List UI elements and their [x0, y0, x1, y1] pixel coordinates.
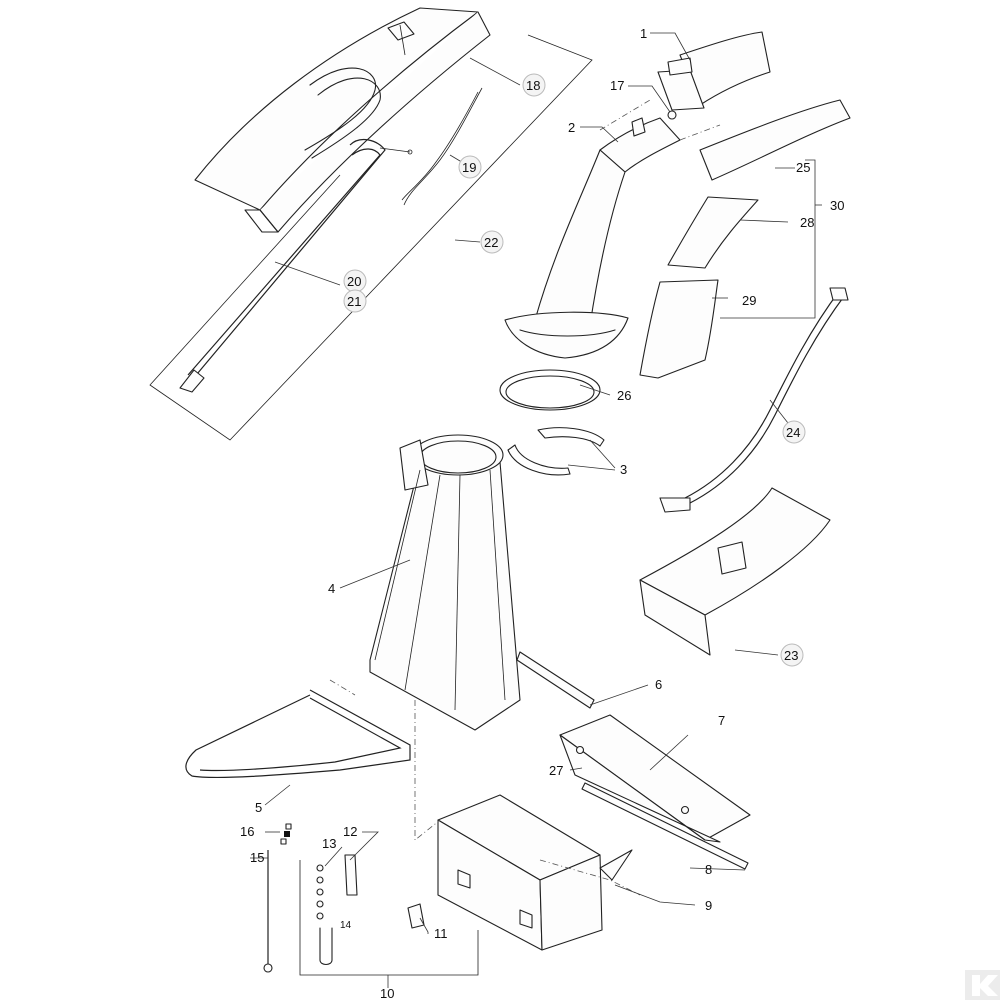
- callout-21: 21: [347, 294, 361, 309]
- part-17-bolt: [667, 110, 677, 120]
- part-14-u-bolt: [319, 927, 333, 966]
- callout-13: 13: [322, 836, 336, 851]
- callout-3: 3: [620, 462, 627, 477]
- part-20-21-rod: [179, 138, 413, 393]
- callout-27: 27: [549, 763, 563, 778]
- callout-29: 29: [742, 293, 756, 308]
- part-3-clamp-halves: [507, 427, 605, 476]
- callout-19: 19: [462, 160, 476, 175]
- leader-lines: [250, 32, 796, 988]
- callout-23: 23: [784, 648, 798, 663]
- callout-1: 1: [640, 26, 647, 41]
- part-12-bracket: [344, 854, 358, 896]
- callout-14: 14: [340, 920, 352, 931]
- part-10-kit-frame: [299, 860, 479, 976]
- k-logo-icon: [965, 970, 1000, 1000]
- callout-15: 15: [250, 850, 264, 865]
- part-22-assembly-plane: [149, 34, 593, 441]
- part-1-deflector: [657, 31, 771, 111]
- part-28-flap: [667, 196, 759, 269]
- callout-2: 2: [568, 120, 575, 135]
- callout-11: 11: [434, 926, 448, 941]
- part-11-bracket: [407, 903, 425, 929]
- part-4-funnel: [369, 434, 521, 731]
- callout-18: 18: [526, 78, 540, 93]
- assembly-lines: [329, 99, 721, 896]
- callout-28: 28: [800, 215, 814, 230]
- callout-5: 5: [255, 800, 262, 815]
- part-2-spout: [504, 117, 681, 359]
- part-5-handle: [185, 689, 411, 779]
- part-15-rod: [263, 850, 273, 973]
- part-26-ring: [499, 369, 601, 411]
- callout-4: 4: [328, 581, 335, 596]
- callout-22: 22: [484, 235, 498, 250]
- callout-26: 26: [617, 388, 631, 403]
- callout-9: 9: [705, 898, 712, 913]
- part-9-box: [437, 794, 633, 951]
- part-29-flap: [639, 279, 719, 379]
- callout-17: 17: [610, 78, 624, 93]
- callout-labels: 1 17 2 18 19 22 20 21 25 30 28 29 26 24 …: [240, 26, 844, 1000]
- callout-10: 10: [380, 986, 394, 1000]
- callout-8: 8: [705, 862, 712, 877]
- part-19-wire: [401, 87, 483, 206]
- callout-12: 12: [343, 824, 357, 839]
- part-24-strap: [659, 287, 849, 513]
- part-7-lid: [559, 714, 751, 843]
- callout-25: 25: [796, 160, 810, 175]
- callout-24: 24: [786, 425, 800, 440]
- part-23-cover: [639, 487, 831, 656]
- callout-6: 6: [655, 677, 662, 692]
- part-8-bar: [581, 782, 749, 870]
- part-13-washers: [316, 864, 324, 920]
- callout-16: 16: [240, 824, 254, 839]
- callout-7: 7: [718, 713, 725, 728]
- part-25-top-panel: [699, 99, 851, 181]
- part-16-pins: [280, 823, 292, 845]
- part-6-strip: [516, 651, 595, 709]
- callout-30: 30: [830, 198, 844, 213]
- callout-20: 20: [347, 274, 361, 289]
- part-30-bracket-lines: [720, 159, 822, 319]
- part-18-hood-cover: [194, 7, 491, 233]
